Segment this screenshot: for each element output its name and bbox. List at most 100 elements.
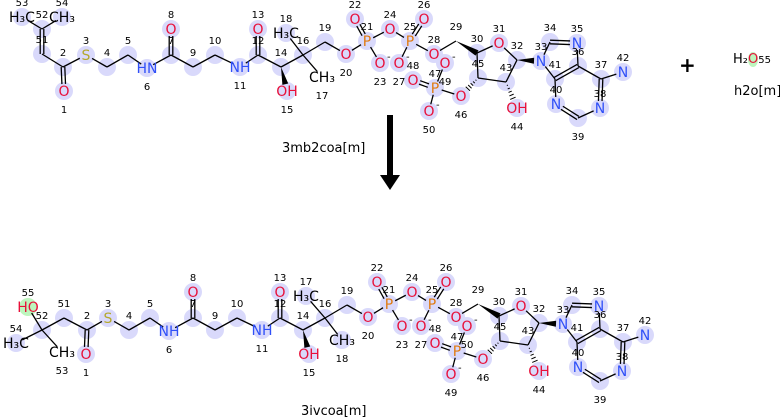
atom-number: 21 — [361, 22, 374, 33]
single-bond — [41, 317, 65, 331]
atom-number: 31 — [515, 287, 528, 298]
atom-label: CH₃ — [309, 70, 335, 86]
atom-number: 14 — [297, 311, 310, 322]
atom-highlight — [393, 317, 411, 335]
double-bond — [356, 25, 363, 37]
single-bond — [525, 310, 540, 324]
atom-label: O — [274, 285, 285, 301]
atom-number: 21 — [383, 285, 396, 296]
single-bond — [503, 47, 518, 61]
atom-label: O — [406, 285, 417, 301]
charge-label: - — [474, 315, 478, 326]
hash-bond — [508, 90, 512, 93]
atom-number: 7 — [168, 36, 174, 47]
atom-highlight — [333, 331, 351, 349]
atom-label: O — [515, 299, 526, 315]
hash-bond — [494, 344, 498, 347]
atom-number: 36 — [572, 47, 585, 58]
atom-number: 42 — [617, 53, 630, 64]
atom-number: 26 — [418, 0, 431, 11]
hash-bond — [529, 350, 533, 353]
single-bond — [458, 332, 466, 345]
atom-label: O — [252, 22, 263, 38]
atom-number: 15 — [281, 105, 294, 116]
charge-label: - — [452, 52, 456, 63]
double-bond — [60, 67, 63, 85]
atom-highlight — [420, 102, 438, 120]
single-bond — [214, 317, 238, 331]
hash-bond — [475, 79, 477, 81]
atom-highlight — [448, 342, 466, 360]
atom-number: 47 — [429, 69, 442, 80]
atom-highlight — [300, 345, 318, 363]
atom-label: O — [461, 319, 472, 335]
atom-highlight — [591, 99, 609, 117]
double-bond — [562, 105, 580, 118]
atom-number: 1 — [83, 368, 89, 379]
atom-highlight — [53, 8, 71, 26]
atom-number: 41 — [549, 60, 562, 71]
atom-highlight — [337, 45, 355, 63]
double-bond — [441, 343, 452, 348]
hash-bond — [510, 96, 516, 100]
atom-label: O — [493, 36, 504, 52]
wedge-bond — [303, 330, 311, 348]
single-bond — [149, 317, 164, 328]
atom-number: 30 — [471, 34, 484, 45]
atom-number: 54 — [56, 0, 69, 9]
double-bond — [584, 368, 602, 381]
atom-number: 27 — [393, 77, 406, 88]
single-bond — [324, 304, 348, 319]
atom-number: 34 — [544, 23, 557, 34]
atom-number: 40 — [550, 85, 563, 96]
atom-number: 44 — [533, 385, 546, 396]
single-bond — [430, 94, 434, 105]
atom-number: 32 — [533, 304, 546, 315]
single-bond — [505, 59, 518, 83]
atom-label: CH₃ — [49, 10, 75, 26]
atom-highlight — [297, 287, 315, 305]
atom-label: O — [415, 319, 426, 335]
atom-number: 53 — [56, 366, 69, 377]
atom-number: 2 — [84, 311, 90, 322]
atom-highlight — [426, 334, 444, 352]
atom-highlight — [613, 362, 631, 380]
charge-label: - — [436, 100, 440, 111]
atom-number: 13 — [252, 10, 265, 21]
atom-number: 52 — [36, 311, 49, 322]
atom-label: P — [406, 34, 414, 50]
single-bond — [576, 341, 579, 361]
atom-label: S — [104, 311, 113, 327]
double-bond — [550, 39, 571, 42]
single-bond — [498, 315, 501, 342]
product-label: 3ivcoa[m] — [301, 404, 367, 419]
single-bond — [370, 46, 377, 58]
atom-label: N — [595, 101, 605, 117]
atom-number: 7 — [190, 299, 196, 310]
hash-bond — [467, 84, 472, 89]
atom-number: 48 — [429, 324, 442, 335]
atom-number: 36 — [594, 310, 607, 321]
atom-number: 8 — [168, 10, 174, 21]
single-bond — [62, 57, 81, 68]
atom-highlight — [403, 283, 421, 301]
single-bond — [452, 357, 456, 368]
single-bond — [280, 54, 304, 68]
hash-bond — [497, 342, 499, 344]
single-bond — [566, 329, 578, 343]
charge-label: - — [387, 52, 391, 63]
atom-number: 17 — [300, 277, 313, 288]
atom-highlight — [530, 362, 548, 380]
hash-bond — [489, 347, 494, 352]
atom-highlight — [99, 309, 117, 327]
atom-number: 40 — [572, 348, 585, 359]
atom-number: 19 — [319, 23, 332, 34]
single-bond — [113, 320, 130, 331]
single-bond — [499, 340, 529, 346]
atom-label: O — [384, 22, 395, 38]
atom-highlight — [412, 317, 430, 335]
atom-label: O — [187, 285, 198, 301]
hash-bond — [507, 87, 511, 90]
atom-label: H₃C — [9, 10, 35, 26]
atom-number: 19 — [341, 286, 354, 297]
